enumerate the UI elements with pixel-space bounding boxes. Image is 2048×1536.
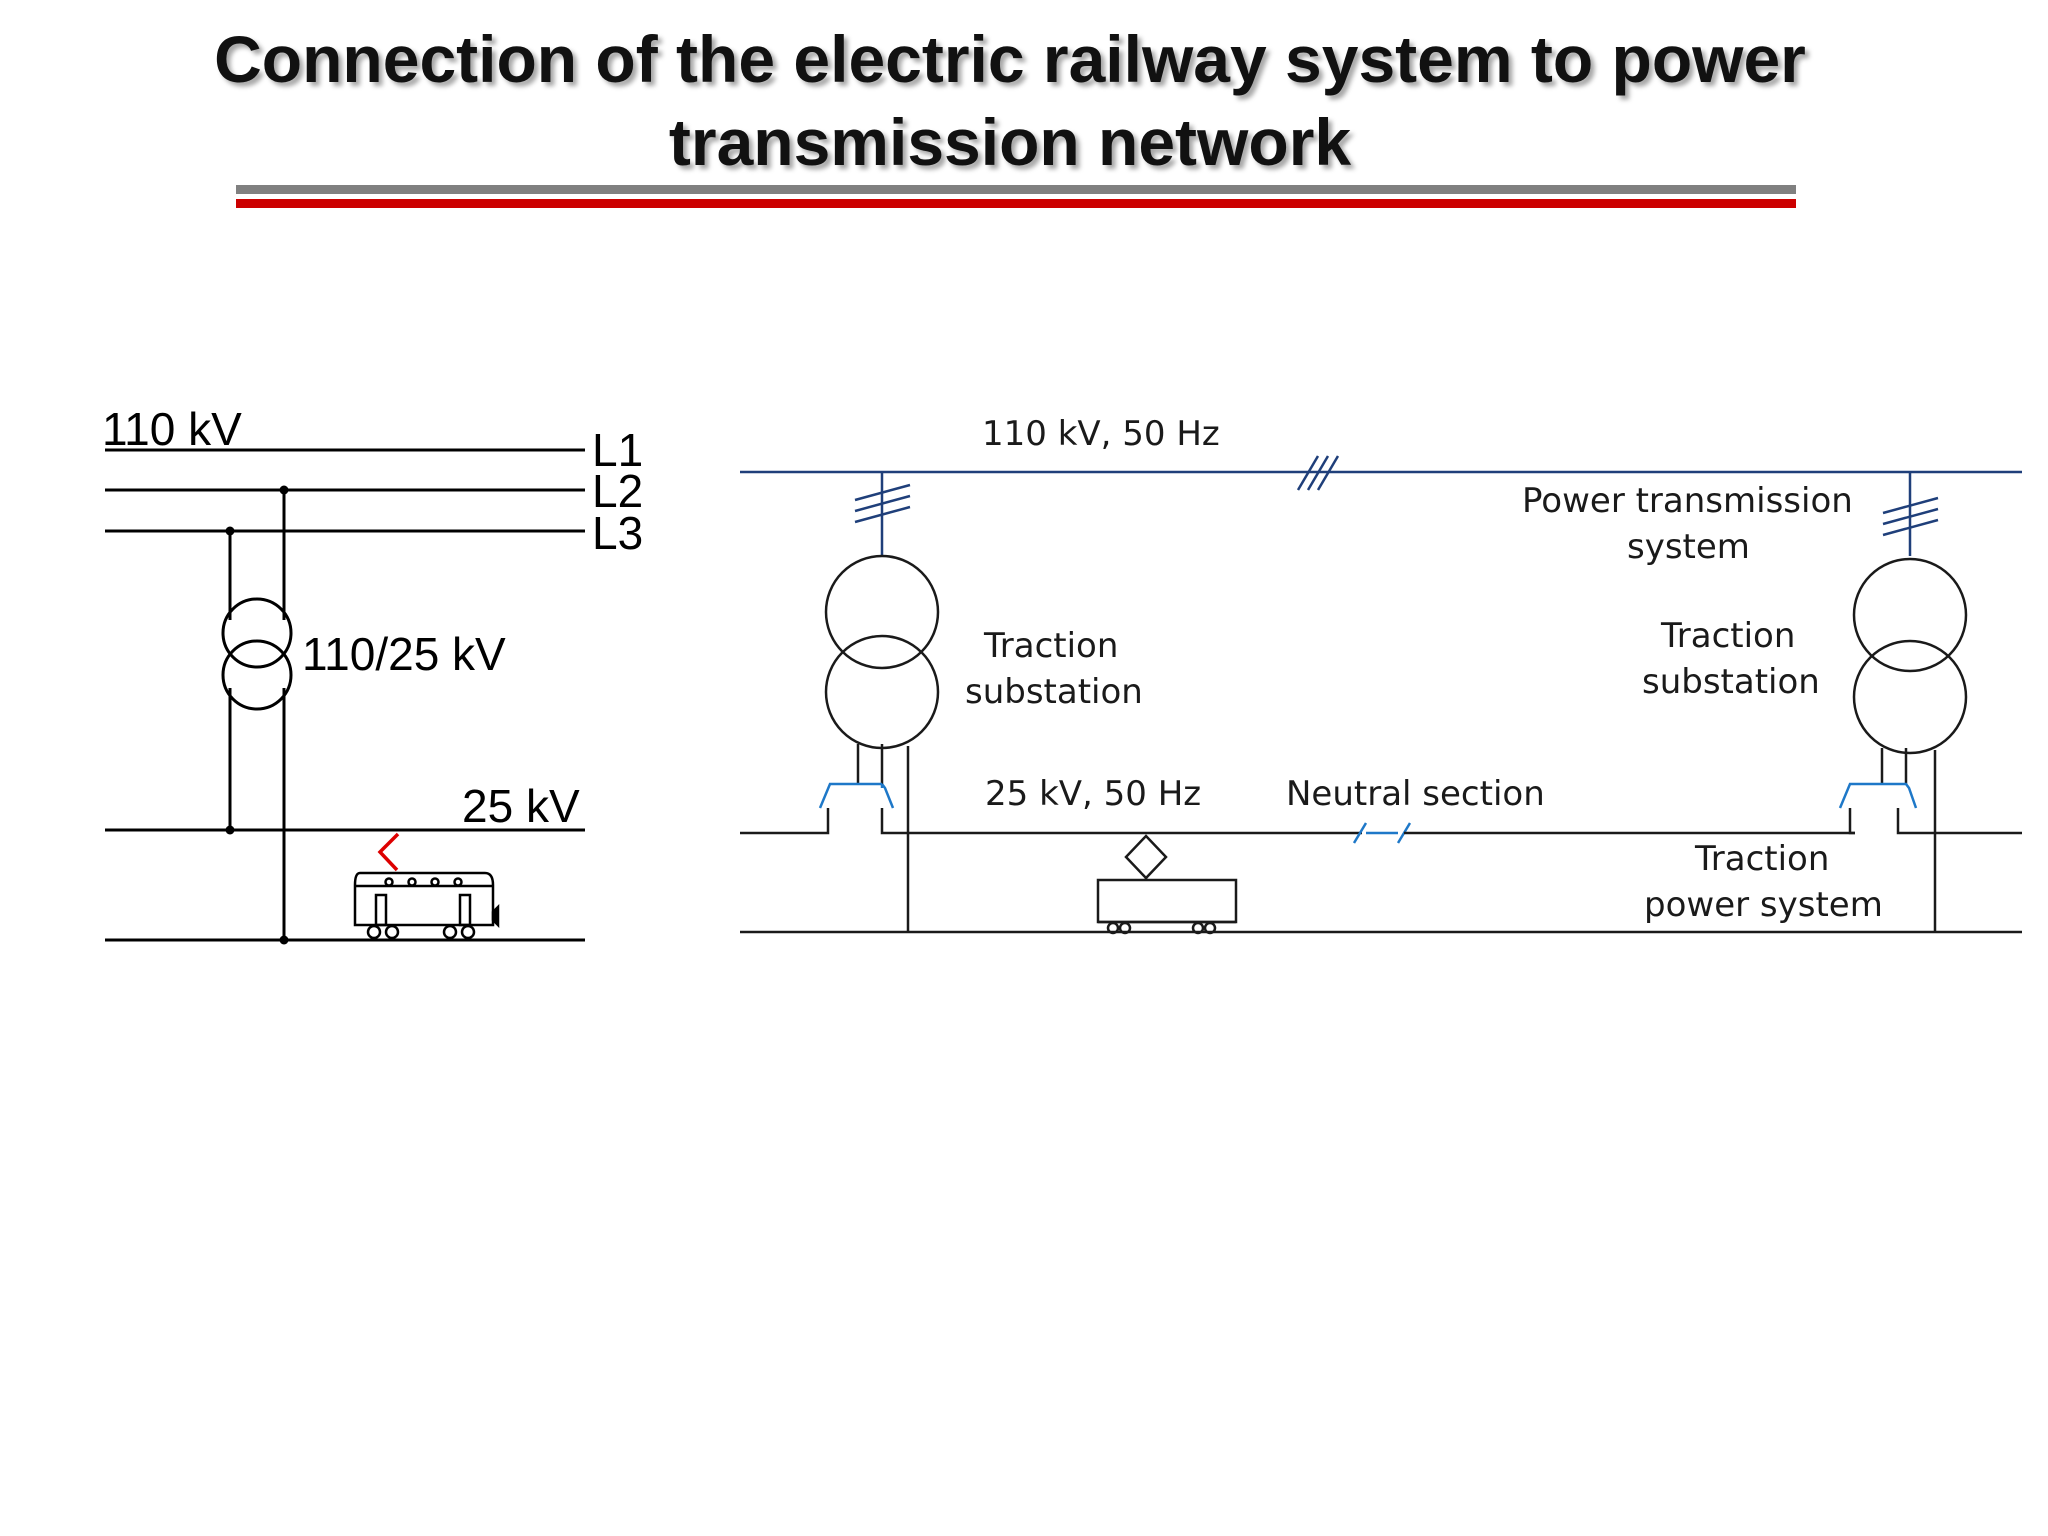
junction-rail xyxy=(279,935,289,945)
left-circuit-breaker-icon xyxy=(818,782,895,809)
transmission-label-line-1: Power transmission xyxy=(1522,481,1853,521)
right-substation-ticks xyxy=(1882,496,1939,537)
left-lv-label: 25 kV xyxy=(462,780,580,832)
transformer-ratio-label: 110/25 kV xyxy=(302,628,506,680)
right-substation-label-line-1: Traction xyxy=(1660,616,1795,656)
right-hv-label: 110 kV, 50 Hz xyxy=(982,414,1220,454)
right-diagram xyxy=(740,455,2022,935)
slide-title: Connection of the electric railway syste… xyxy=(160,18,1860,184)
traction-system-label-line-2: power system xyxy=(1644,885,1883,925)
left-hv-label: 110 kV xyxy=(102,403,242,455)
left-traction-transformer-primary xyxy=(824,554,940,670)
phase-label-l1: L1 xyxy=(592,424,643,476)
neutral-section-icon xyxy=(1350,822,1855,844)
transformer-primary-coil xyxy=(221,597,293,669)
three-phase-tick-mid xyxy=(1296,455,1340,491)
title-rule-gray xyxy=(236,185,1796,194)
left-diagram xyxy=(105,448,585,945)
left-substation-label-line-1: Traction xyxy=(983,626,1118,666)
right-feeder-connections xyxy=(1848,808,2022,835)
left-substation-label-line-2: substation xyxy=(965,672,1143,712)
left-substation-ticks xyxy=(854,483,911,524)
junction-catenary xyxy=(225,825,235,835)
phase-label-l3: L3 xyxy=(592,507,643,559)
title-line-2: transmission network xyxy=(668,105,1352,179)
title-line-1: Connection of the electric railway syste… xyxy=(214,22,1806,96)
right-traction-transformer-primary xyxy=(1852,557,1968,673)
train-icon xyxy=(1096,834,1238,935)
title-rule-red xyxy=(236,199,1796,208)
traction-system-label-line-1: Traction xyxy=(1694,839,1829,879)
locomotive-icon xyxy=(353,871,500,940)
neutral-section-label: Neutral section xyxy=(1286,774,1545,814)
transformer-secondary-coil xyxy=(221,639,293,711)
right-circuit-breaker-icon xyxy=(1838,782,1918,809)
phase-label-l2: L2 xyxy=(592,465,643,517)
left-traction-transformer-secondary xyxy=(824,634,940,750)
right-lv-label: 25 kV, 50 Hz xyxy=(985,774,1201,814)
transmission-label-line-2: system xyxy=(1627,527,1750,567)
left-feeder-connections xyxy=(740,808,1350,835)
right-substation-label-line-2: substation xyxy=(1642,662,1820,702)
pantograph-icon xyxy=(377,832,400,872)
right-traction-transformer-secondary xyxy=(1852,639,1968,755)
